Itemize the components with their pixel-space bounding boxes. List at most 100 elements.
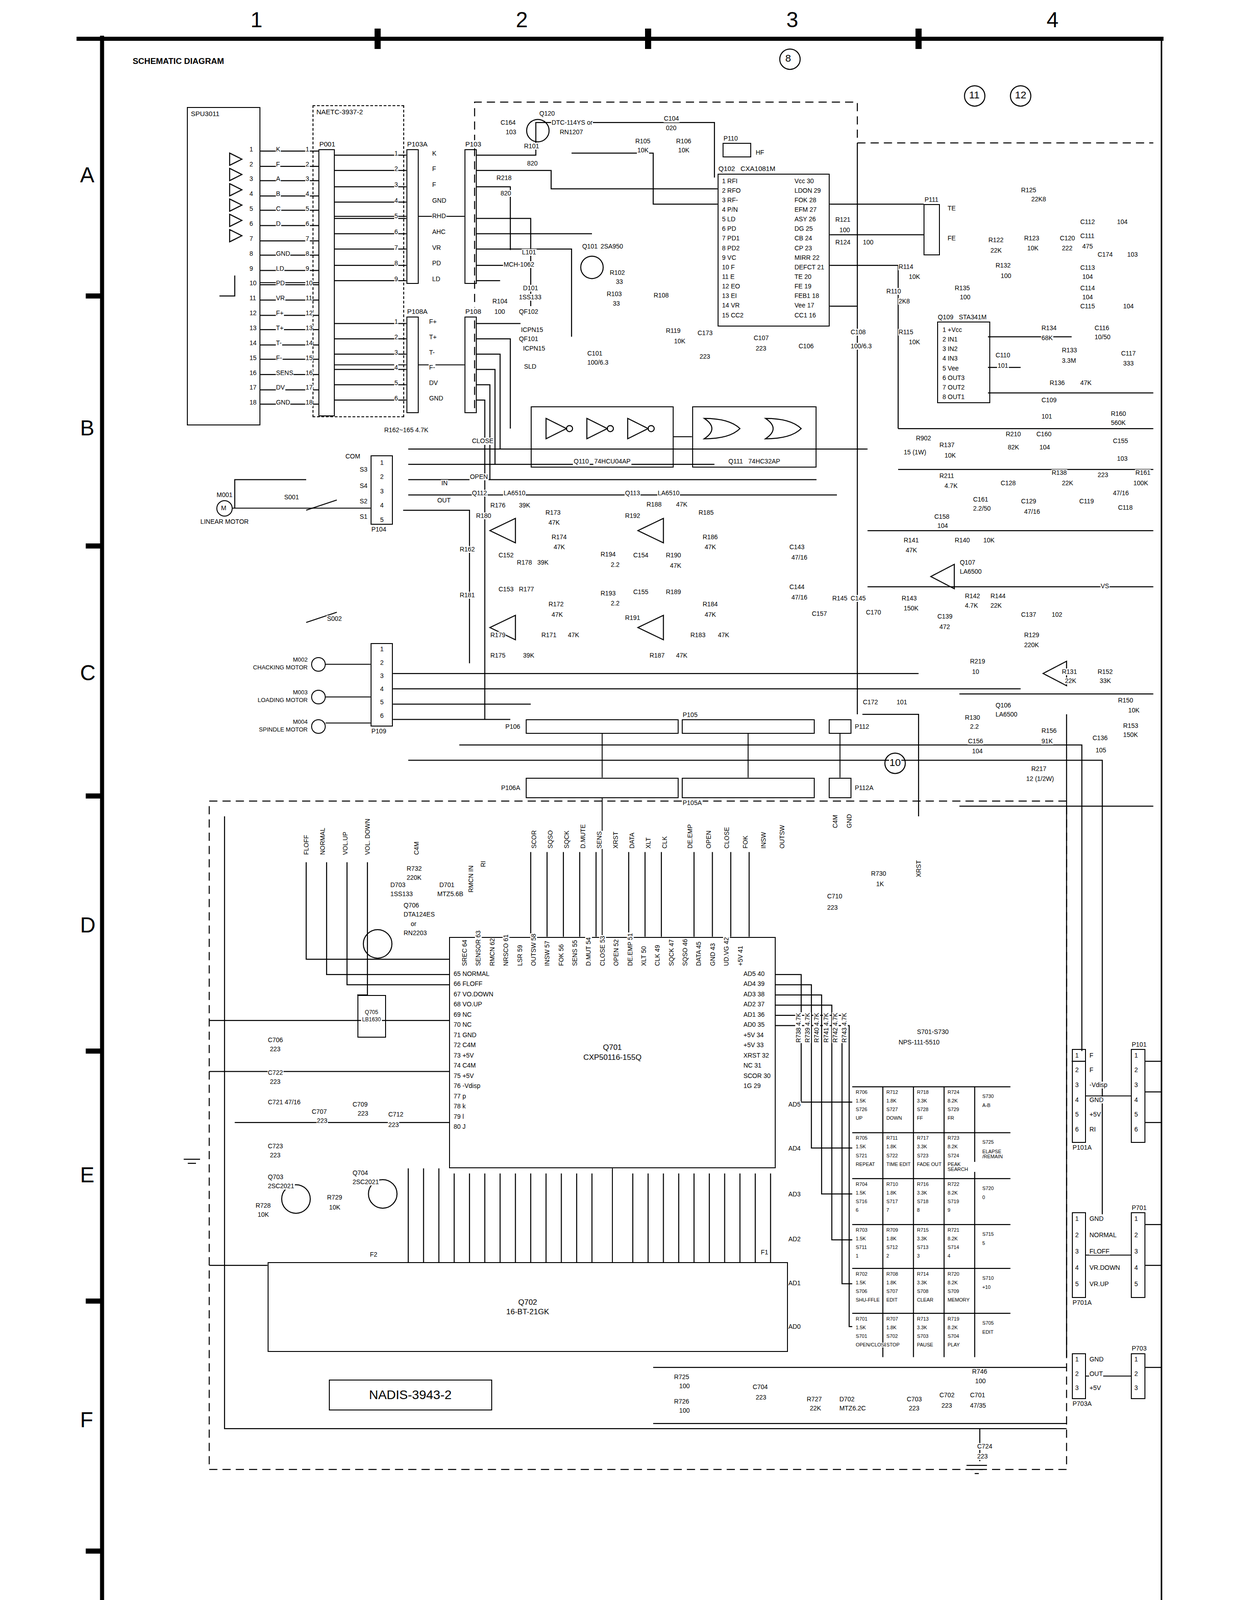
part-label: 1 (1074, 1215, 1080, 1223)
component-box: P112 (828, 719, 852, 734)
part-label: 7 (394, 244, 399, 252)
part-label: 100 (678, 1407, 690, 1415)
part-label: R137 (938, 441, 955, 449)
pin-label: FOK (742, 835, 749, 850)
part-label: C704 (752, 1383, 768, 1391)
part-label: R143 (901, 595, 918, 602)
part-label: MTZ5.6B (436, 890, 464, 898)
part-label: 104 (1116, 218, 1129, 226)
part-label: 3.3K (916, 1236, 928, 1242)
part-label: 22K (809, 1405, 822, 1413)
part-label: S718 (916, 1199, 929, 1205)
part-label: DTA124ES (403, 911, 436, 919)
part-label: R122 (987, 236, 1004, 244)
pin-label: FOK 56 (557, 943, 565, 967)
diagram-title: SCHEMATIC DIAGRAM (132, 56, 225, 67)
part-label: 8 (305, 250, 310, 258)
part-label: 47K (704, 611, 717, 619)
part-label: S723 (916, 1153, 929, 1159)
part-label: 1 (379, 645, 385, 653)
part-label: C707 (311, 1108, 328, 1116)
part-label: +5V (1089, 1384, 1102, 1392)
part-label: T+ (275, 324, 285, 332)
pin-label: OUTSW (778, 824, 786, 850)
part-label: 91K (1041, 738, 1054, 745)
part-label: C114 (1080, 284, 1096, 292)
part-label: 14 (249, 339, 258, 347)
part-label: 79 l (453, 1113, 465, 1121)
pin-label: NORMAL (319, 827, 327, 856)
part-label: 100 (1000, 272, 1012, 280)
pin-label: DE.EMP (686, 824, 694, 850)
grid-marker: E (79, 1163, 96, 1188)
part-label: B (275, 190, 281, 198)
part-label: 13 EI (721, 292, 738, 300)
part-label: FLOFF (1089, 1248, 1110, 1256)
node-label: M002 (292, 656, 309, 664)
part-label: Q107 (959, 559, 976, 567)
wire-connector (839, 733, 841, 778)
part-label: 223 (826, 904, 839, 912)
part-label: S722 (885, 1153, 899, 1159)
part-label: R152 (1097, 668, 1114, 676)
grid-marker: 11 (968, 89, 980, 102)
pin-label: +5V 41 (737, 945, 744, 967)
part-label: 10K (328, 1204, 342, 1212)
part-label: 4 (379, 502, 385, 509)
grid-marker: 12 (1014, 89, 1027, 102)
node-label: P105 (681, 711, 699, 719)
part-label: ICPN15 (520, 326, 544, 334)
part-label: LDON 29 (794, 187, 822, 195)
part-label: LD (431, 275, 441, 283)
part-label: REPEAT (855, 1162, 876, 1168)
part-label: 222 (1061, 244, 1073, 252)
part-label: Q706 (403, 902, 420, 910)
part-label: 16 (305, 369, 314, 377)
part-label: 4 (305, 190, 310, 198)
part-label: 71 GND (453, 1031, 477, 1039)
part-label: 1 (379, 459, 385, 467)
part-label: AD5 40 (743, 970, 766, 978)
part-label: S719 (947, 1199, 960, 1205)
part-label: 8.2K (947, 1236, 959, 1242)
part-label: 103 (1126, 251, 1139, 259)
part-label: 1K (875, 880, 885, 888)
part-label: 103 (1116, 455, 1129, 463)
part-label: C144 (788, 583, 805, 591)
node-label: 74HCU04AP (593, 457, 632, 465)
node-label: Q702 (517, 1298, 538, 1308)
part-label: R703 (855, 1227, 869, 1233)
node-label: Q701 (601, 1043, 623, 1053)
part-label: T- (275, 339, 283, 347)
part-label: 5 (1134, 1111, 1139, 1119)
part-label: 2 IN1 (942, 336, 959, 343)
component-box: Q701CXP50116-155Q (449, 937, 776, 1169)
part-label: LD (275, 265, 285, 273)
pin-label: C4M (831, 814, 839, 829)
part-label: C136 (1092, 734, 1109, 742)
part-label: R104 (492, 298, 509, 305)
part-label: 47K (675, 501, 689, 509)
part-label: R711 (885, 1135, 899, 1141)
pin-label: XRST (612, 831, 620, 850)
part-label: 3.3M (1061, 357, 1077, 365)
part-label: 4.7K (943, 482, 959, 490)
pin-label: RMCN IN (467, 865, 475, 894)
part-label: 75 +5V (453, 1072, 475, 1080)
part-label: 5 (982, 1241, 986, 1247)
part-label: 10K (1127, 707, 1140, 714)
part-label: 10/50 (1094, 333, 1111, 341)
pin-label: VOL.UP (342, 831, 349, 856)
part-label: R719 (947, 1316, 960, 1322)
part-label: R722 (947, 1182, 960, 1188)
part-label: R156 (1041, 727, 1057, 735)
part-label: AD3 (787, 1191, 802, 1198)
part-label: S706 (855, 1289, 868, 1295)
part-label: C119 (1078, 498, 1095, 505)
part-label: 14 VR (721, 302, 741, 309)
part-label: 6 (394, 228, 399, 236)
part-label: 223 (269, 1078, 281, 1086)
part-label: AD1 36 (743, 1011, 766, 1019)
part-label: R124 (835, 239, 851, 246)
part-label: C701 (969, 1392, 986, 1399)
